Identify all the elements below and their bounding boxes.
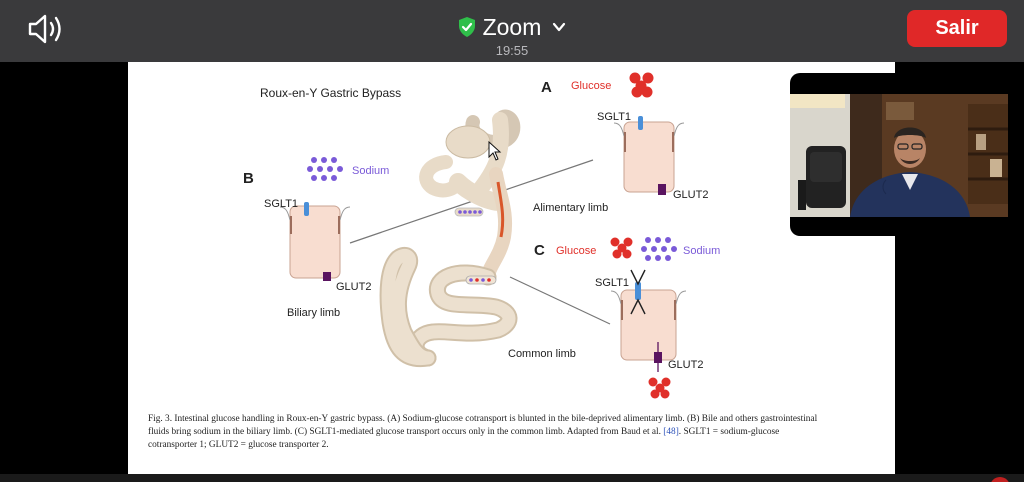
panel-a-letter: A [541, 79, 552, 96]
panel-c-letter: C [534, 242, 545, 259]
meeting-title-button[interactable]: Zoom 19:55 [440, 12, 584, 60]
common-limb-label: Common limb [508, 348, 576, 360]
figure-caption: Fig. 3. Intestinal glucose handling in R… [148, 413, 828, 452]
cell-common [610, 269, 687, 372]
meeting-clock: 19:55 [495, 43, 529, 58]
meeting-toolbar: Zoom 19:55 Salir [0, 0, 1024, 62]
sglt1-transporter-a [638, 116, 643, 130]
panel-b-sglt1-label: SGLT1 [264, 198, 299, 210]
connector-line-c [509, 276, 611, 325]
cell-biliary [279, 202, 351, 281]
cell-alimentary [613, 116, 685, 195]
sodium-cluster-c [641, 237, 677, 261]
shared-screen-slide: Roux-en-Y Gastric Bypass A Glucose SGLT1… [128, 62, 895, 474]
bottom-edge [0, 474, 1024, 482]
sglt1-transporter-c [635, 282, 641, 300]
panel-c-glucose-label: Glucose [556, 245, 597, 257]
glut2-transporter-a [658, 184, 666, 195]
panel-a-sglt1-label: SGLT1 [597, 111, 632, 123]
sodium-in-biliary [458, 210, 482, 214]
caption-text-2: . SGLT1 = sodium-glucose cotransporter 1… [148, 427, 780, 450]
leave-button[interactable]: Salir [907, 10, 1007, 47]
mouse-pointer-icon [488, 140, 502, 161]
speaker-icon[interactable] [26, 12, 66, 46]
alimentary-limb-label: Alimentary limb [533, 202, 609, 214]
common-limb-segment [465, 275, 497, 285]
panel-b-sodium-label: Sodium [352, 165, 390, 177]
caption-text-1: Fig. 3. Intestinal glucose handling in R… [148, 414, 818, 437]
glucose-cluster-c-out [648, 377, 671, 399]
sodium-cluster-b [307, 157, 343, 181]
shield-check-icon [458, 17, 475, 37]
panel-c-sglt1-label: SGLT1 [595, 277, 630, 289]
chevron-down-icon [553, 22, 566, 32]
food-flow-arrow [496, 181, 505, 238]
glut2-transporter-b [323, 272, 331, 281]
bypass-diagram [279, 72, 687, 399]
intestine-loops [379, 246, 518, 368]
common-limb-mix [469, 278, 491, 282]
participant-video-tile[interactable] [790, 73, 1024, 236]
panel-c-sodium-label: Sodium [683, 245, 721, 257]
panel-b-glut2-label: GLUT2 [336, 281, 372, 293]
panel-a-glucose-label: Glucose [571, 80, 612, 92]
panel-b-letter: B [243, 170, 254, 187]
glucose-cluster-c [610, 237, 633, 259]
meeting-title: Zoom [482, 13, 542, 40]
glucose-cluster-a [629, 72, 654, 98]
caption-reference-link[interactable]: [48] [663, 427, 679, 437]
slide-title: Roux-en-Y Gastric Bypass [260, 86, 402, 100]
sglt1-transporter-b [304, 202, 309, 216]
notification-dot [990, 477, 1010, 482]
biliary-limb-label: Biliary limb [287, 307, 341, 319]
panel-a-glut2-label: GLUT2 [673, 189, 709, 201]
stomach-illustration [419, 109, 521, 211]
participant-video [790, 94, 1008, 217]
panel-c-glut2-label: GLUT2 [668, 359, 704, 371]
